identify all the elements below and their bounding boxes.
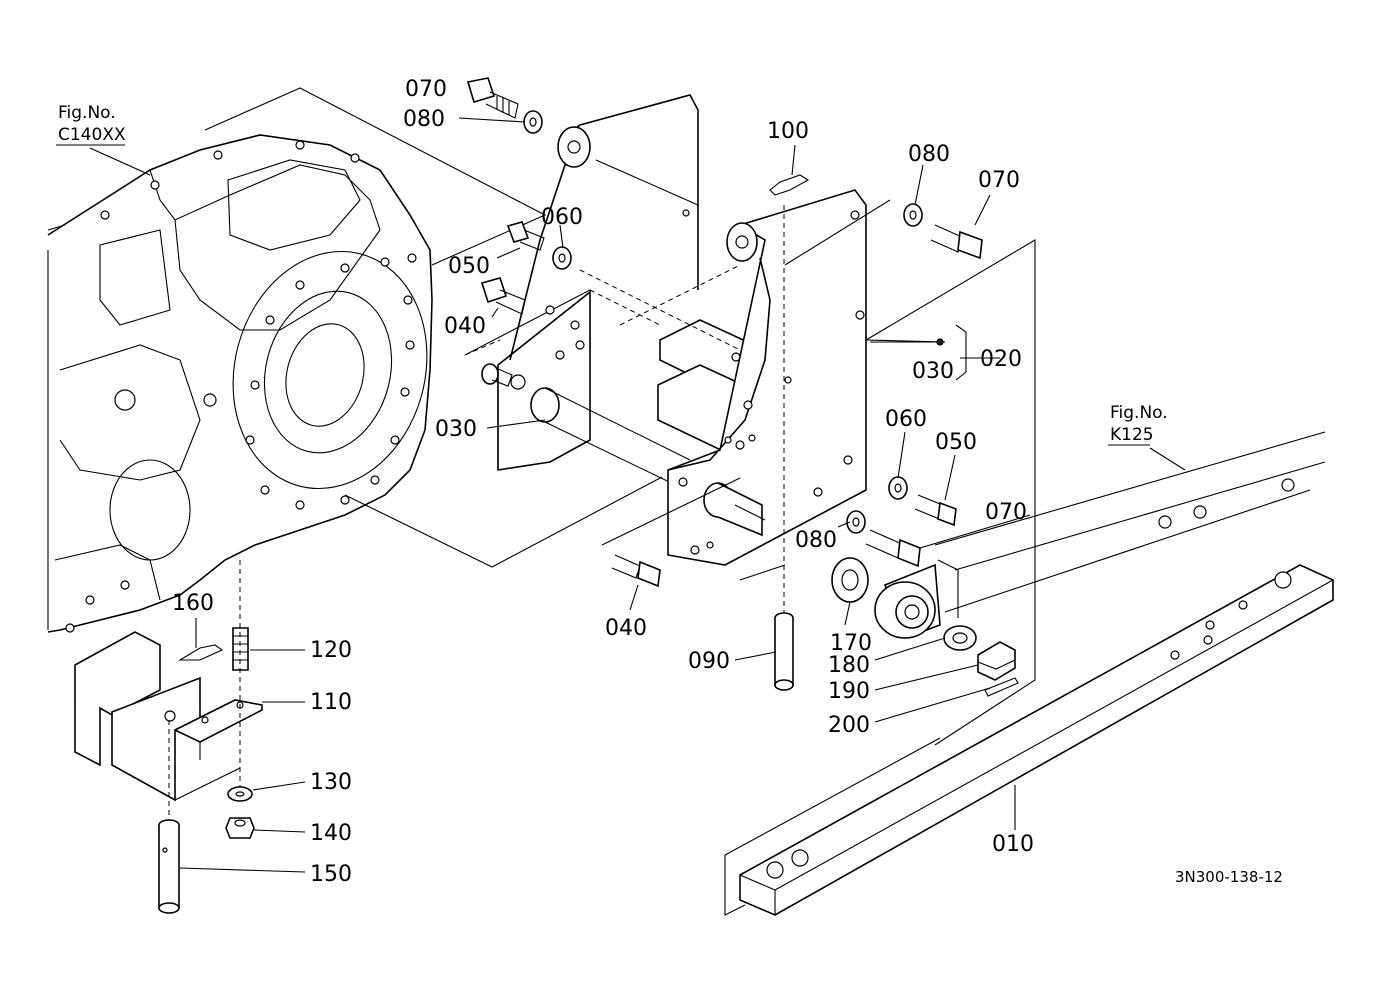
swivel-assembly <box>831 557 1019 697</box>
part-label: 150 <box>310 862 352 887</box>
part-label: 080 <box>403 107 445 132</box>
fig-ref-line2: K125 <box>1110 425 1154 445</box>
part-label: 030 <box>435 417 477 442</box>
figure-ref-c140xx: Fig.No. C140XX <box>56 103 126 146</box>
part-label: 160 <box>172 591 214 616</box>
part-label: 030 <box>912 359 954 384</box>
fig-ref-line2: C140XX <box>58 125 126 145</box>
top-arm-plate <box>557 94 699 290</box>
part-label: 060 <box>885 407 927 432</box>
hardware <box>74 77 983 914</box>
fig-ref-line1: Fig.No. <box>58 103 116 123</box>
part-label: 040 <box>605 616 647 641</box>
part-label: 100 <box>767 119 809 144</box>
part-label: 090 <box>688 649 730 674</box>
part-label: 010 <box>992 832 1034 857</box>
right-main-plate <box>601 189 1036 746</box>
part-label: 080 <box>908 142 950 167</box>
part-label: 070 <box>405 77 447 102</box>
figure-ref-k125: Fig.No. K125 <box>1108 403 1168 446</box>
leader-lines <box>89 117 1186 873</box>
drawbar <box>724 564 1334 916</box>
part-label: 020 <box>980 347 1022 372</box>
part-label: 040 <box>444 314 486 339</box>
part-label: 140 <box>310 821 352 846</box>
drawing-code: 3N300-138-12 <box>1175 868 1283 886</box>
part-label: 190 <box>828 679 870 704</box>
k125-beam <box>934 431 1326 618</box>
part-labels: 070 080 100 080 070 060 050 040 030 020 … <box>172 77 1034 887</box>
part-label: 130 <box>310 770 352 795</box>
fig-ref-line1: Fig.No. <box>1110 403 1168 423</box>
part-label: 120 <box>310 638 352 663</box>
part-label: 170 <box>830 631 872 656</box>
transmission-case <box>47 87 663 633</box>
part-label: 070 <box>985 500 1027 525</box>
part-label: 110 <box>310 690 352 715</box>
part-label: 200 <box>828 713 870 738</box>
part-label: 080 <box>795 528 837 553</box>
part-label: 050 <box>935 430 977 455</box>
part-label: 070 <box>978 168 1020 193</box>
part-label: 180 <box>828 653 870 678</box>
part-label: 050 <box>448 254 490 279</box>
part-label: 060 <box>541 205 583 230</box>
